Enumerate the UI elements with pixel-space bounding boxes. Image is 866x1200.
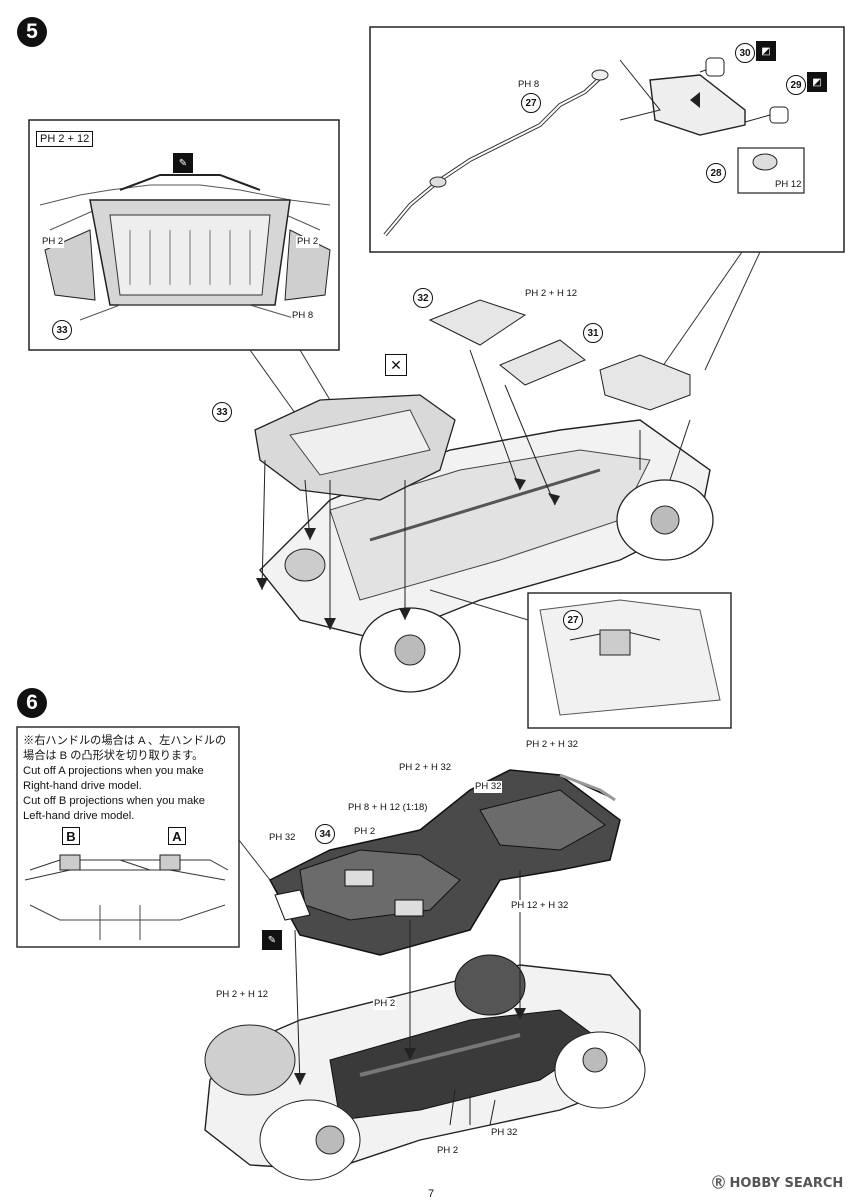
part-number-33: 33 xyxy=(212,402,232,422)
glue-label-ph8-h12-ratio: PH 8 + H 12 (1:18) xyxy=(347,802,429,814)
note-en-line-1: Cut off A projections when you make xyxy=(23,765,204,777)
glue-label-ph12-exhaust: PH 12 xyxy=(774,179,803,191)
note-jp-line-1: ※右ハンドルの場合は A 、左ハンドルの xyxy=(23,735,227,747)
label-b: B xyxy=(62,827,80,845)
sanding-icon-step6: ✎ xyxy=(262,930,282,950)
hobby-search-watermark: Ⓡ HOBBY SEARCH xyxy=(712,1172,843,1191)
step-number-5: 5 xyxy=(17,17,47,47)
do-not-glue-icon: ✕ xyxy=(385,354,407,376)
part-number-30: 30 xyxy=(735,43,755,63)
glue-label-ph8-exhaust: PH 8 xyxy=(517,79,541,91)
note-en-line-4: Left-hand drive model. xyxy=(23,810,135,822)
glue-box-ph2-12: PH 2 + 12 xyxy=(36,131,94,147)
watermark-brand: HOBBY SEARCH xyxy=(729,1176,844,1191)
glue-label-ph2-floor: PH 2 xyxy=(353,826,377,838)
glue-label-ph2-h12-plates: PH 2 + H 12 xyxy=(524,288,579,300)
glue-label-ph32-chassis: PH 32 xyxy=(490,1127,519,1139)
note-en-line-2: Right-hand drive model. xyxy=(23,780,142,792)
glue-label-ph2-bottom: PH 2 xyxy=(436,1145,460,1157)
sanding-icon: ✎ xyxy=(173,153,193,173)
glue-label-ph2-h32-mid: PH 2 + H 32 xyxy=(398,762,453,774)
part-number-31: 31 xyxy=(583,323,603,343)
part-number-32: 32 xyxy=(413,288,433,308)
glue-label-ph2-right: PH 2 xyxy=(296,236,320,248)
part-number-28: 28 xyxy=(706,163,726,183)
watermark-logo-icon: Ⓡ xyxy=(712,1176,730,1191)
part-number-27-detail: 27 xyxy=(563,610,583,630)
glue-label-ph8: PH 8 xyxy=(291,310,315,322)
glue-label-ph2-h12-chassis: PH 2 + H 12 xyxy=(215,989,270,1001)
paint-icon-30: ◩ xyxy=(756,41,776,61)
glue-label-ph32-front: PH 32 xyxy=(268,832,297,844)
glue-label-ph2-left: PH 2 xyxy=(41,236,65,248)
glue-label-ph2-chassis: PH 2 xyxy=(373,998,397,1010)
part-number-33-inset: 33 xyxy=(52,320,72,340)
page-number: 7 xyxy=(428,1188,435,1200)
step-number-6: 6 xyxy=(17,688,47,718)
lhd-rhd-note: ※右ハンドルの場合は A 、左ハンドルの 場合は B の凸形状を切り取ります。 … xyxy=(23,734,226,824)
glue-label-ph12-h32: PH 12 + H 32 xyxy=(510,900,570,912)
label-a: A xyxy=(168,827,186,845)
glue-label-ph2-h32-top: PH 2 + H 32 xyxy=(525,739,580,751)
part-number-27: 27 xyxy=(521,93,541,113)
note-jp-line-2: 場合は B の凸形状を切り取ります。 xyxy=(23,750,204,762)
paint-icon-29: ◩ xyxy=(807,72,827,92)
part-number-29: 29 xyxy=(786,75,806,95)
part-number-34: 34 xyxy=(315,824,335,844)
note-en-line-3: Cut off B projections when you make xyxy=(23,795,205,807)
glue-label-ph32-rear: PH 32 xyxy=(474,781,503,793)
